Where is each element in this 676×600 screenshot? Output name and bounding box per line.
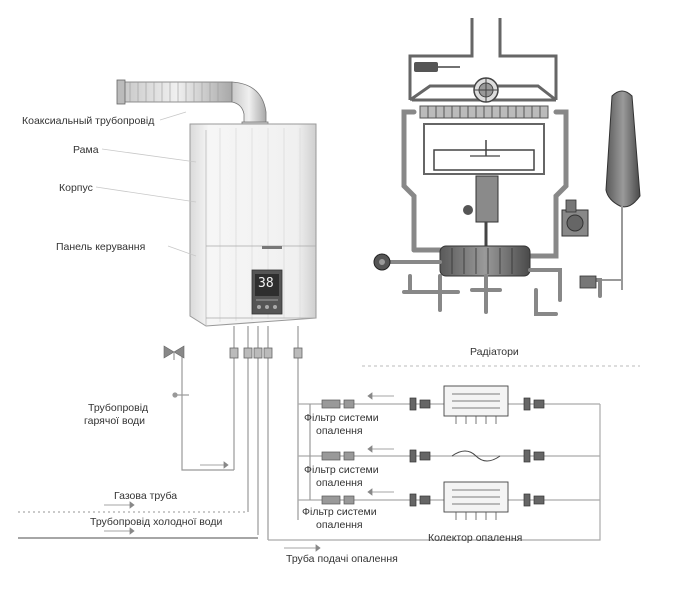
label-filter-3-line2: опалення xyxy=(316,519,363,531)
label-heating-supply-pipe: Труба подачі опалення xyxy=(286,553,398,565)
label-control-panel: Панель керування xyxy=(56,241,146,253)
hot-water-pipe xyxy=(163,345,234,471)
heating-filters xyxy=(321,399,355,505)
plate-heat-exchanger xyxy=(439,245,531,277)
label-cold-water-pipe: Трубопровід холодної води xyxy=(90,516,223,528)
heat-exchanger xyxy=(419,105,549,119)
coaxial-flue xyxy=(116,79,269,131)
label-hot-water-pipe-2: гарячої води xyxy=(84,415,146,427)
air-pressure-switch xyxy=(414,62,460,72)
boiler-control-panel xyxy=(251,269,283,315)
radiator-manifolds xyxy=(443,385,509,520)
label-radiators: Радіатори xyxy=(470,346,519,358)
label-coaxial-pipe: Коаксиальный трубопровід xyxy=(22,115,155,127)
expansion-tank xyxy=(598,90,641,290)
label-filter-3-line1: Фільтр системи xyxy=(302,506,377,518)
filling-valve-knob xyxy=(373,253,391,271)
heating-supply-arrow xyxy=(284,544,321,552)
safety-valve xyxy=(579,275,597,289)
fan-icon xyxy=(473,77,499,103)
label-frame: Рама xyxy=(73,144,99,156)
control-panel-display: 38 xyxy=(258,276,274,291)
label-heating-collector: Колектор опалення xyxy=(428,532,523,544)
label-body: Корпус xyxy=(59,182,93,194)
label-filter-2-line2: опалення xyxy=(316,477,363,489)
label-filter-1-line1: Фільтр системи xyxy=(304,412,379,424)
boiler-body xyxy=(189,123,317,327)
combustion-chamber xyxy=(423,123,545,175)
label-filter-2-line1: Фільтр системи xyxy=(304,464,379,476)
gas-flow-arrow xyxy=(104,501,135,509)
cold-water-flow-arrow xyxy=(104,527,135,535)
label-gas-pipe: Газова труба xyxy=(114,490,178,502)
leader-lines xyxy=(95,111,197,257)
radiator-flow-arrows xyxy=(367,392,394,496)
circulation-pump xyxy=(561,199,589,237)
water-circuit xyxy=(401,109,569,259)
label-hot-water-pipe-1: Трубопровід xyxy=(88,402,149,414)
gas-valve xyxy=(463,175,499,248)
internal-schematic xyxy=(373,18,641,316)
radiator-valves xyxy=(409,397,545,507)
label-filter-1-line2: опалення xyxy=(316,425,363,437)
hot-water-flow-arrow xyxy=(200,461,229,469)
pipe-valves xyxy=(229,347,303,359)
